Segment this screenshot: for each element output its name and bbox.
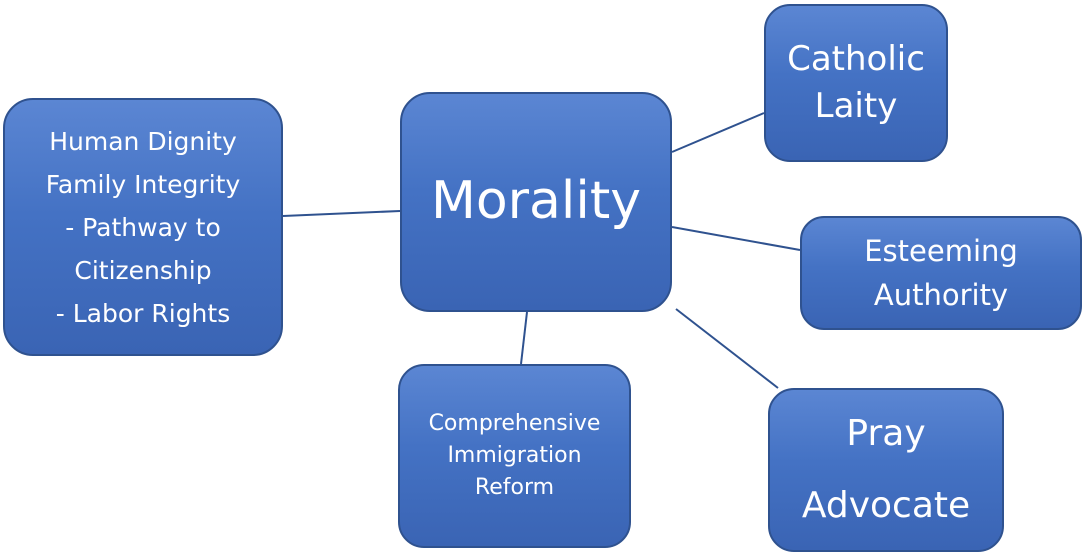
- morality-label: Morality: [431, 171, 641, 232]
- connector-center-to-esteeming: [671, 226, 801, 251]
- catholic-laity-node: Catholic Laity: [764, 4, 948, 162]
- authority-label: Authority: [873, 278, 1009, 312]
- laity-label: Laity: [814, 86, 898, 126]
- family-integrity-label: Family Integrity: [45, 169, 241, 199]
- reform-label: Reform: [474, 475, 555, 500]
- catholic-label: Catholic: [787, 39, 925, 79]
- connector-center-to-pray: [675, 308, 779, 389]
- dignity-family-node: Human Dignity Family Integrity - Pathway…: [3, 98, 283, 356]
- advocate-label: Advocate: [801, 485, 971, 526]
- comprehensive-label: Comprehensive: [428, 411, 601, 436]
- connector-center-to-left: [282, 210, 401, 217]
- esteeming-authority-node: Esteeming Authority: [800, 216, 1082, 330]
- esteeming-label: Esteeming: [864, 234, 1018, 268]
- pray-label: Pray: [846, 413, 926, 454]
- pray-advocate-node: Pray Advocate: [768, 388, 1004, 552]
- immigration-label: Immigration: [447, 443, 582, 468]
- pathway-to-label: - Pathway to: [65, 212, 221, 242]
- connector-center-to-catholic: [671, 112, 765, 153]
- connector-center-to-reform: [520, 311, 528, 365]
- human-dignity-label: Human Dignity: [49, 126, 237, 156]
- immigration-reform-node: Comprehensive Immigration Reform: [398, 364, 631, 548]
- morality-node: Morality: [400, 92, 672, 312]
- citizenship-label: Citizenship: [74, 255, 212, 285]
- labor-rights-label: - Labor Rights: [55, 298, 231, 328]
